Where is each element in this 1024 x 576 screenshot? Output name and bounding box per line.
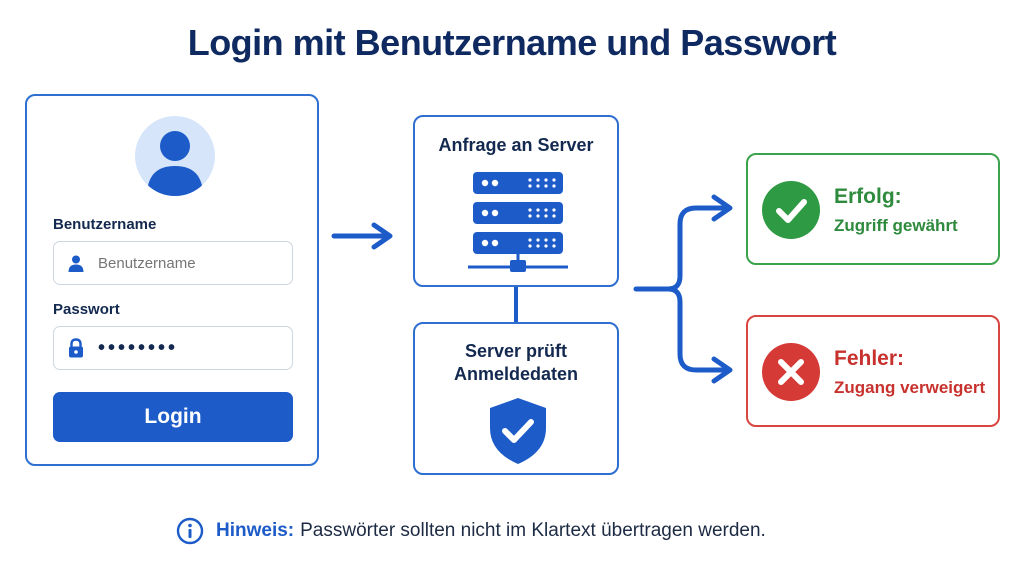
login-button[interactable]: Login	[53, 392, 293, 442]
username-label: Benutzername	[53, 216, 157, 233]
user-avatar-icon	[135, 116, 215, 196]
server-rack-icon	[468, 172, 568, 272]
error-title: Fehler:	[834, 347, 905, 370]
success-title: Erfolg:	[834, 185, 902, 208]
server-request-title: Anfrage an Server	[438, 135, 594, 155]
hint-text: Passwörter sollten nicht im Klartext übe…	[300, 520, 766, 541]
server-check-title-line2: Anmeldedaten	[453, 364, 579, 384]
login-card: Benutzername Passwort •••••••• Login	[25, 94, 319, 466]
password-label: Passwort	[53, 301, 120, 318]
arrow-login-to-server	[331, 222, 393, 250]
server-request-box: Anfrage an Server	[413, 115, 619, 287]
username-field[interactable]	[53, 241, 293, 285]
lock-icon	[66, 338, 86, 358]
hint-note: Hinweis: Passwörter sollten nicht im Kla…	[176, 517, 766, 545]
check-circle-icon	[762, 181, 820, 239]
server-check-title-line1: Server prüft	[464, 341, 568, 361]
success-text: Zugriff gewährt	[834, 216, 958, 235]
server-check-box: Server prüft Anmeldedaten	[413, 322, 619, 475]
page-title: Login mit Benutzername und Passwort	[187, 22, 837, 63]
x-circle-icon	[762, 343, 820, 401]
username-input[interactable]	[98, 254, 278, 272]
info-icon	[176, 517, 204, 545]
shield-check-icon	[490, 398, 546, 464]
password-field[interactable]: ••••••••	[53, 326, 293, 370]
hint-label: Hinweis:	[216, 520, 295, 541]
success-result-box: Erfolg: Zugriff gewährt	[746, 153, 1000, 265]
branch-arrows	[633, 194, 733, 384]
password-input[interactable]: ••••••••	[98, 336, 179, 359]
user-icon	[66, 253, 86, 273]
error-text: Zugang verweigert	[834, 378, 986, 397]
error-result-box: Fehler: Zugang verweigert	[746, 315, 1000, 427]
